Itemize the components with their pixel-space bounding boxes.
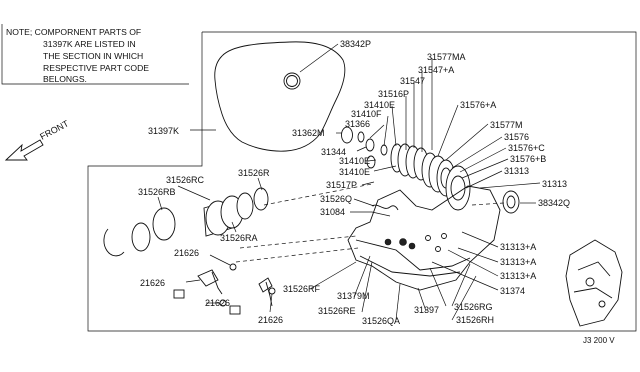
label-31526rh: 31526RH [456,315,494,325]
label-31576-b: 31576+B [510,154,546,164]
label-31547: 31547 [400,76,425,86]
label-31084: 31084 [320,207,345,217]
label-31517p: 31517P [326,180,357,190]
label-31576: 31576 [504,132,529,142]
note-box: NOTE; COMPORNENT PARTS OF 31397K ARE LIS… [1,24,189,85]
note-line-2: 31397K ARE LISTED IN [43,39,136,49]
pin-31084 [371,211,391,217]
label-31374: 31374 [500,286,525,296]
label-21626-d: 21626 [258,315,283,325]
front-arrow: FRONT [4,118,71,161]
label-31313-lower: 31313 [542,179,567,189]
label-31526qa: 31526QA [362,316,400,326]
label-31313-upper: 31313 [504,166,529,176]
label-31526r: 31526R [238,168,270,178]
front-arrow-icon [4,139,44,161]
main-frame [87,31,637,332]
note-line-1: NOTE; COMPORNENT PARTS OF [6,27,141,37]
label-31526rf: 31526RF [283,284,321,294]
front-label: FRONT [38,118,71,142]
clutch-stack [341,126,520,214]
transmission-thumbnail-icon [565,239,623,327]
label-31397: 31397 [414,305,439,315]
label-31516p: 31516P [378,89,409,99]
label-31362m: 31362M [292,128,325,138]
note-line-3: THE SECTION IN WHICH [43,51,143,61]
label-31526rg: 31526RG [454,302,493,312]
fittings [173,263,276,315]
label-31410e-top: 31410E [364,100,395,110]
servo-pistons [103,187,269,257]
label-21626-a: 21626 [174,248,199,258]
label-31526rc: 31526RC [166,175,205,185]
label-31397k: 31397K [148,126,179,136]
label-31410e-low: 31410E [339,167,370,177]
label-31313-a-2: 31313+A [500,257,536,267]
label-31344: 31344 [321,147,346,157]
label-31526q: 31526Q [320,194,352,204]
note-line-5: BELONGS. [43,74,87,84]
valve-body [347,185,501,291]
label-31576-a: 31576+A [460,100,496,110]
gasket-31397k [214,41,346,152]
label-31410e-mid: 31410E [339,156,370,166]
label-31526rb: 31526RB [138,187,176,197]
label-31526re: 31526RE [318,306,356,316]
label-31577ma: 31577MA [427,52,466,62]
note-line-4: RESPECTIVE PART CODE [43,63,149,73]
label-38342q: 38342Q [538,198,570,208]
label-38342p: 38342P [340,39,371,49]
label-21626-b: 21626 [140,278,165,288]
label-31547-a: 31547+A [418,65,454,75]
diagram-code: J3 200 V [583,336,615,345]
label-31313-a-1: 31313+A [500,242,536,252]
label-31576-c: 31576+C [508,143,545,153]
label-31313-a-3: 31313+A [500,271,536,281]
label-21626-c: 21626 [205,298,230,308]
label-31366: 31366 [345,119,370,129]
label-31577m: 31577M [490,120,523,130]
spring-31526q [371,204,399,211]
leader-lines [157,43,541,321]
label-31526ra: 31526RA [220,233,258,243]
label-31379m: 31379M [337,291,370,301]
label-31410f: 31410F [351,109,382,119]
